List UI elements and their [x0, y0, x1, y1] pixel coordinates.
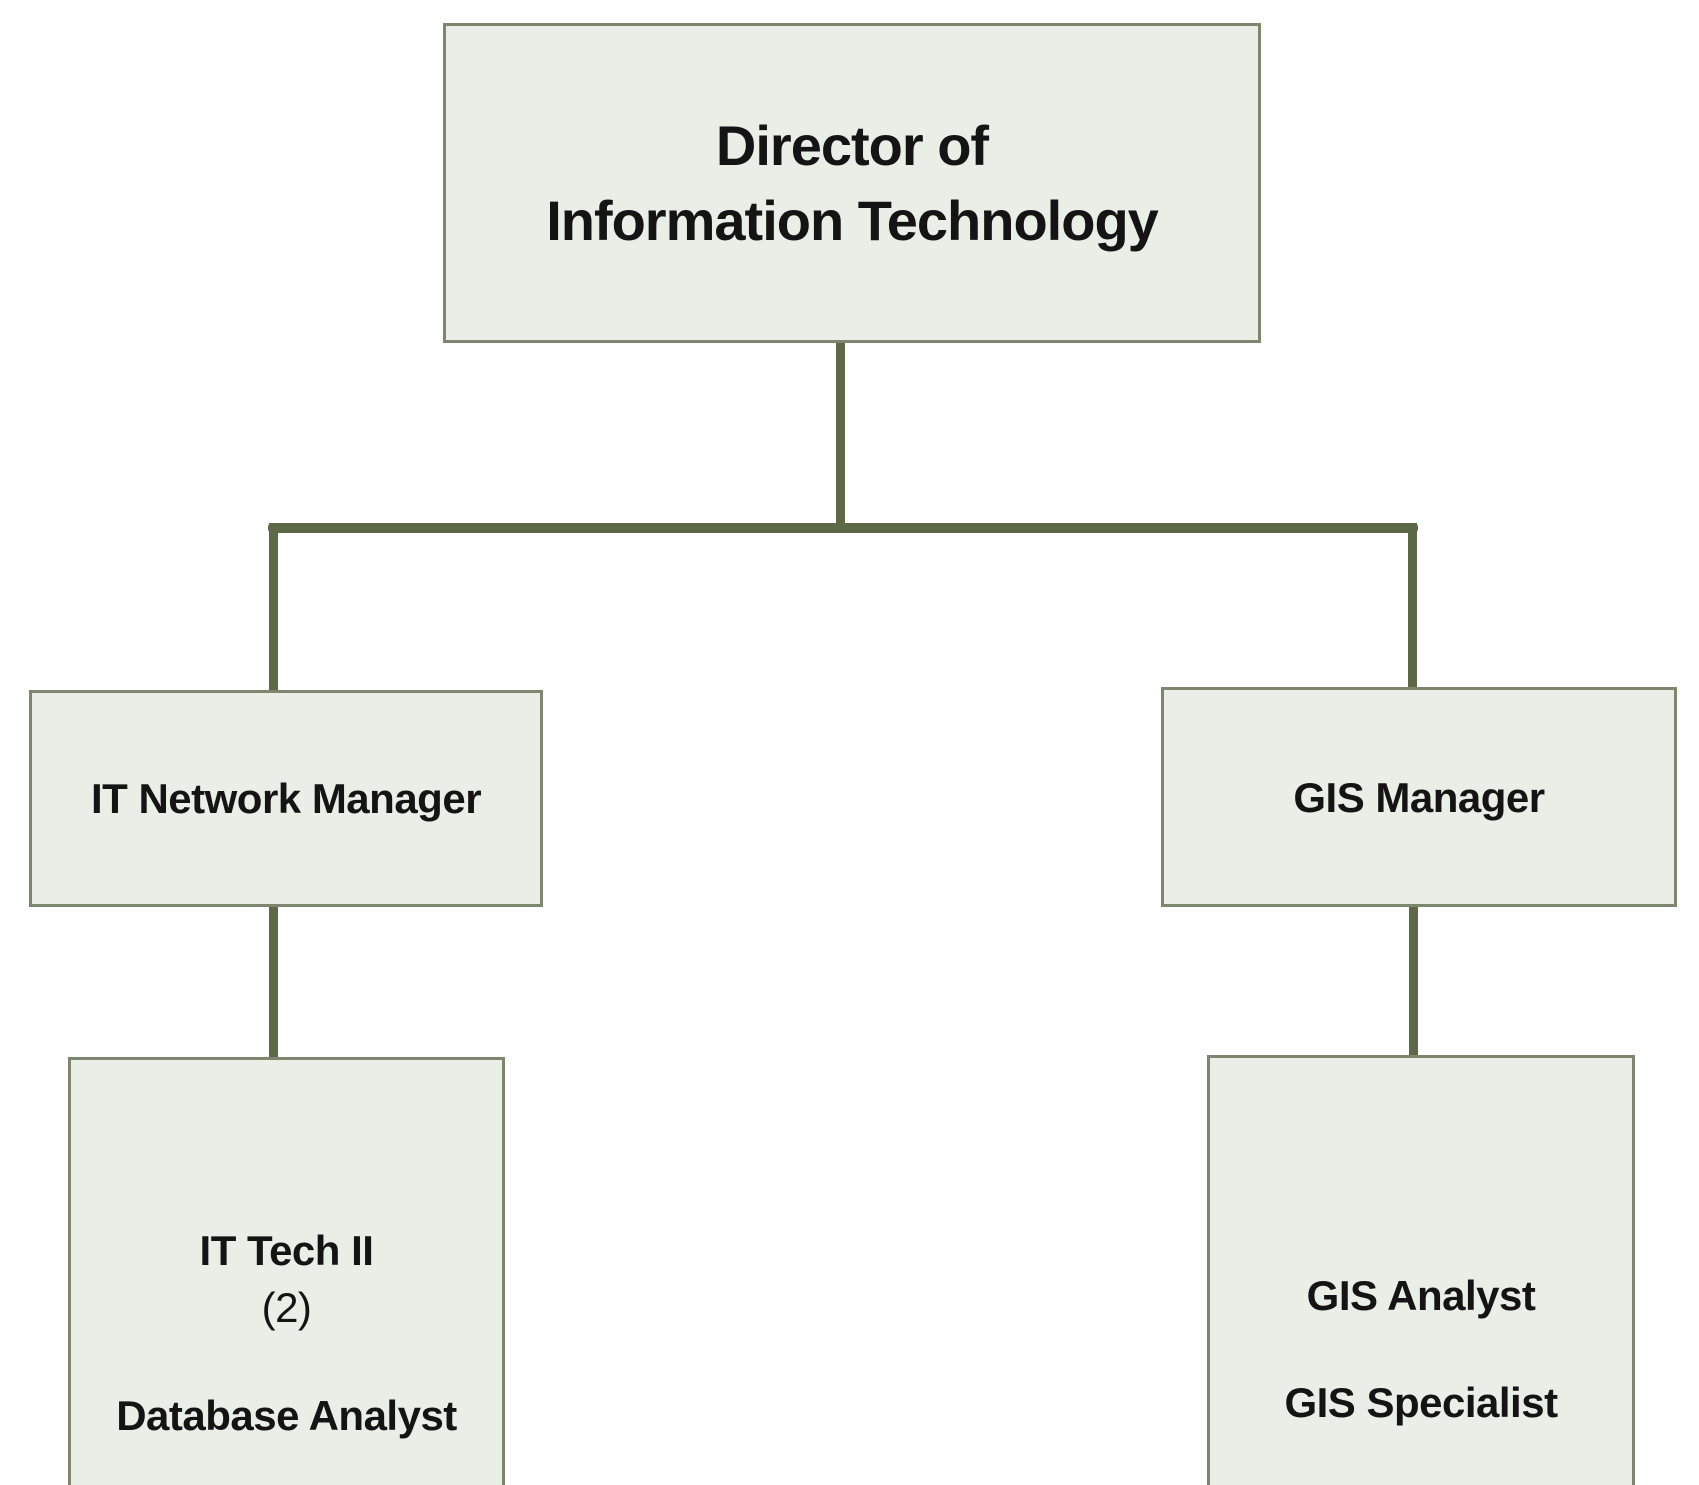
node-director-of-information-technology: Director of Information Technology: [443, 23, 1261, 343]
node-director-label-line2: Information Technology: [546, 189, 1159, 252]
connector-drop-to-gis-group: [1409, 905, 1418, 1058]
connector-right-drop-to-gis-manager: [1408, 523, 1417, 688]
node-gis-specialist-label: GIS Specialist: [1284, 1379, 1558, 1426]
node-gis-group: GIS Analyst GIS Specialist: [1207, 1055, 1635, 1485]
node-it-network-manager-label: IT Network Manager: [90, 775, 482, 822]
connector-left-drop-to-it-network-manager: [269, 523, 278, 691]
node-gis-analyst-label: GIS Analyst: [1306, 1272, 1536, 1319]
node-it-tech-count: (2): [261, 1284, 312, 1331]
node-director-label-line1: Director of: [715, 114, 989, 177]
node-gis-manager-label: GIS Manager: [1293, 773, 1545, 821]
connector-horizontal-bar: [268, 523, 1418, 533]
node-gis-manager: GIS Manager: [1161, 687, 1677, 907]
node-it-tech-group: IT Tech II (2) Database Analyst: [68, 1057, 505, 1485]
connector-director-stem: [836, 341, 845, 533]
node-it-tech-label: IT Tech II: [199, 1227, 374, 1274]
node-database-analyst-label: Database Analyst: [116, 1392, 457, 1439]
connector-drop-to-it-tech-group: [269, 905, 278, 1060]
node-it-network-manager: IT Network Manager: [29, 690, 543, 907]
